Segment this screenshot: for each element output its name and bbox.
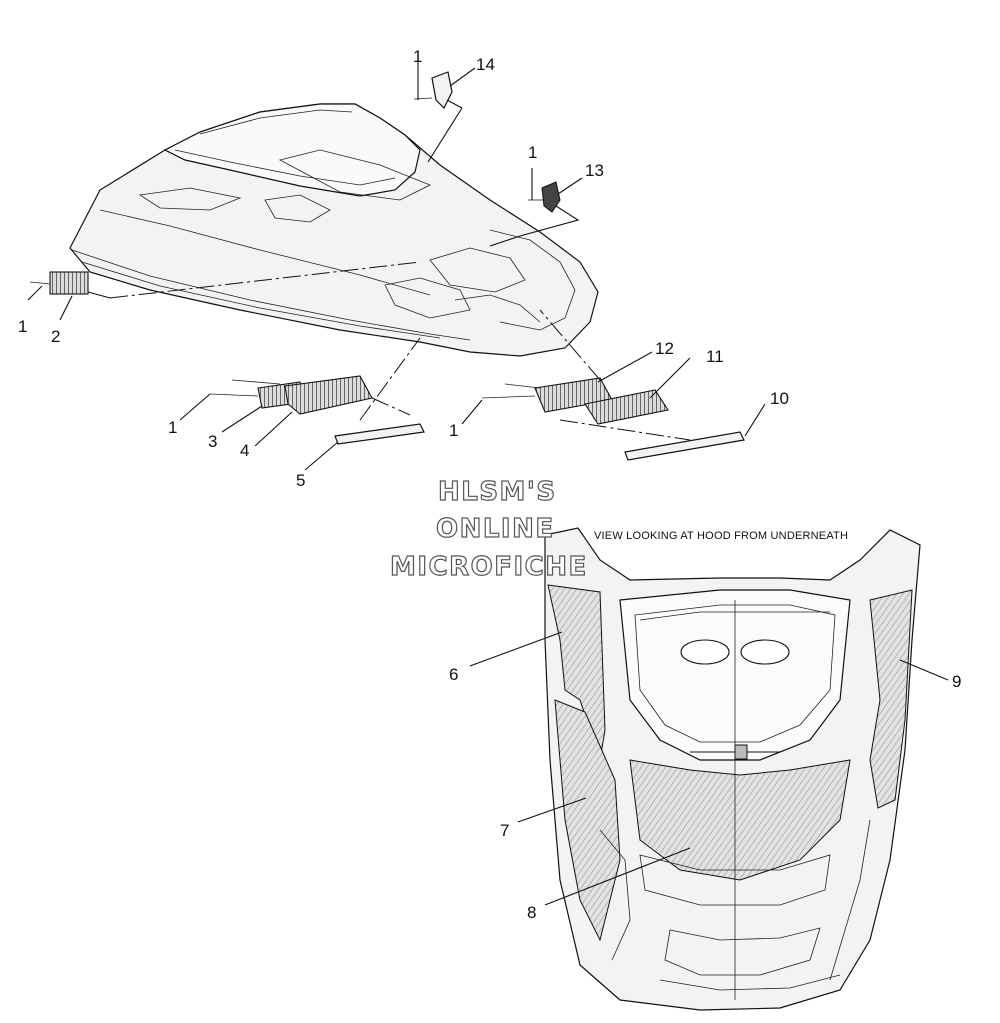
callout-numbers: 1 14 1 13 1 2 12 11 10 1 3 4 5 1 6 9 7 8	[18, 47, 961, 922]
callout-6: 6	[449, 665, 458, 684]
callout-11: 11	[706, 347, 724, 366]
watermark-line-2: ONLINE	[436, 514, 555, 544]
watermark-line-3: MICROFICHE	[390, 552, 588, 582]
hood-top-view	[69, 103, 599, 357]
callout-2: 2	[51, 327, 60, 346]
view-note: VIEW LOOKING AT HOOD FROM UNDERNEATH	[594, 530, 848, 542]
callout-4: 4	[240, 441, 249, 460]
parts-11-12-right-vents	[461, 309, 691, 425]
underside-leader-lines	[469, 631, 949, 906]
callout-13: 13	[585, 161, 604, 180]
callout-14: 14	[476, 55, 495, 74]
part-13-mirror-bracket	[489, 168, 583, 247]
callout-10: 10	[770, 389, 789, 408]
watermark: HLSM'S ONLINE MICROFICHE	[389, 476, 588, 582]
callout-5: 5	[296, 471, 305, 490]
callout-9: 9	[952, 672, 961, 691]
callout-1-top: 1	[413, 47, 422, 66]
watermark-line-1: HLSM'S	[438, 477, 557, 507]
part-2-side-vent	[27, 261, 421, 321]
part-14-mirror-bracket	[413, 62, 476, 163]
callout-1-left: 1	[18, 317, 27, 336]
callout-8: 8	[527, 903, 536, 922]
hood-underside-view	[544, 527, 921, 1011]
part-5-trim-strip	[304, 337, 425, 471]
callout-1-upper-right: 1	[528, 143, 537, 162]
callout-12: 12	[655, 339, 674, 358]
part-10-trim-strip	[559, 403, 766, 461]
callout-7: 7	[500, 821, 509, 840]
callout-1-mid-right: 1	[449, 421, 458, 440]
parts-3-4-left-vents	[179, 375, 411, 447]
callout-3: 3	[208, 432, 217, 451]
callout-1-mid-left: 1	[168, 418, 177, 437]
